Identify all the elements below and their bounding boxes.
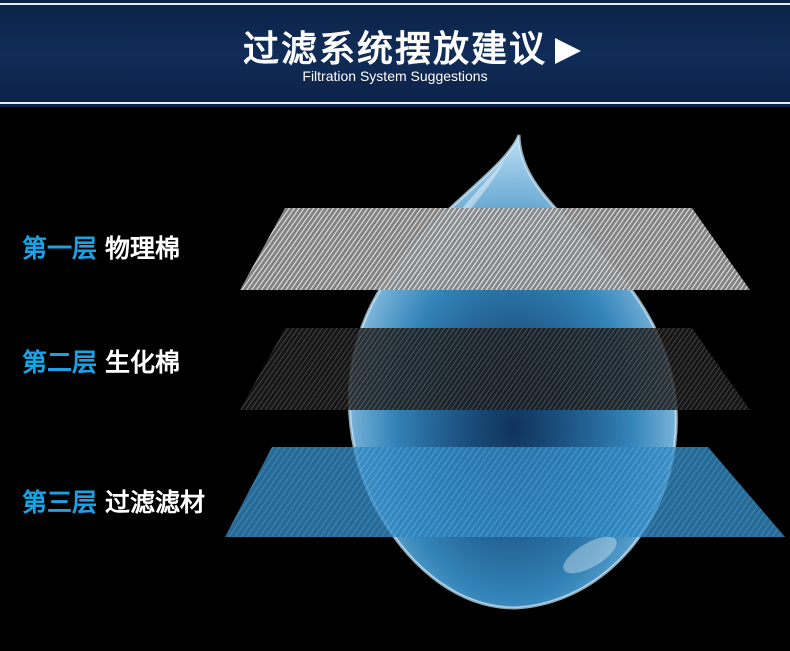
header-banner: 过滤系统摆放建议 Filtration System Suggestions: [0, 0, 790, 107]
layer-2-label: 第二层生化棉: [22, 343, 180, 379]
layer-1-index: 第一层: [22, 234, 97, 263]
layer-3-name: 过滤滤材: [105, 488, 205, 517]
header-bottom-line: [0, 102, 790, 104]
layer-1-label: 第一层物理棉: [22, 229, 180, 265]
layer-2-name: 生化棉: [105, 348, 180, 377]
layer-3-index: 第三层: [22, 488, 97, 517]
filter-illustration: [0, 107, 790, 651]
layer-1-name: 物理棉: [105, 234, 180, 263]
layer-3-label: 第三层过滤滤材: [22, 483, 205, 519]
play-triangle-icon: [555, 38, 581, 64]
bio-cotton-sheet: [240, 328, 750, 410]
header-top-line: [0, 3, 790, 5]
filter-media-sheet: [225, 447, 785, 537]
page-title: 过滤系统摆放建议: [0, 20, 790, 72]
physical-cotton-sheet: [240, 208, 750, 290]
page-subtitle: Filtration System Suggestions: [0, 68, 790, 84]
layer-2-index: 第二层: [22, 348, 97, 377]
